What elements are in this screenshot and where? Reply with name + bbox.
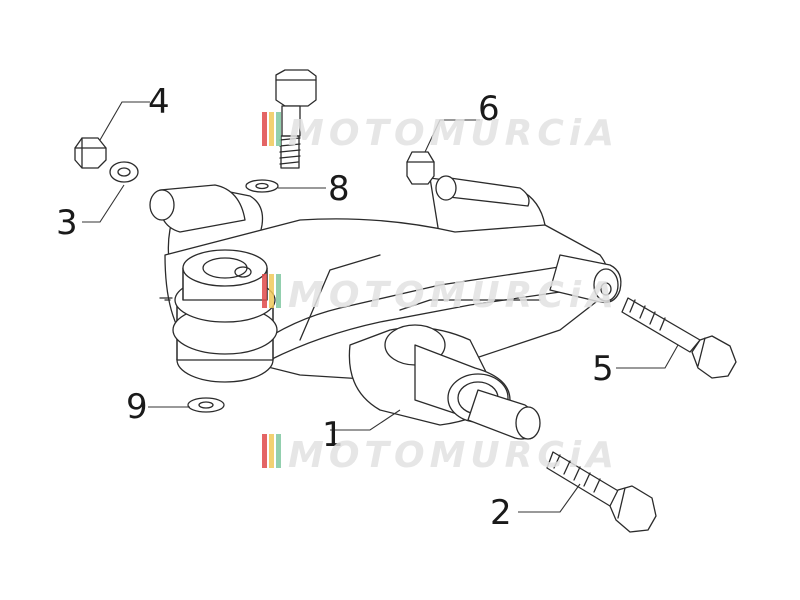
watermark-middle: MOTOMURCiA	[262, 274, 619, 316]
callout-labels: 4 3 6 8 9 1 5 2	[56, 82, 614, 533]
callout-9: 9	[126, 387, 148, 427]
nut-4	[74, 137, 107, 169]
silent-block	[159, 249, 278, 383]
bushing-1	[348, 324, 541, 440]
leader-lines	[82, 101, 679, 513]
svg-text:MOTOMURCiA: MOTOMURCiA	[288, 435, 619, 476]
svg-text:MOTOMURCiA: MOTOMURCiA	[288, 275, 619, 316]
svg-text:MOTOMURCiA: MOTOMURCiA	[288, 113, 619, 154]
callout-1: 1	[322, 415, 344, 455]
callout-3: 3	[56, 203, 78, 243]
washer-9	[187, 397, 225, 413]
callout-2: 2	[490, 493, 512, 533]
bolt-top	[275, 69, 317, 169]
nut-6	[406, 151, 435, 185]
pivot-sleeve-6	[435, 175, 622, 304]
swing-arm	[164, 177, 610, 381]
watermark-bottom: MOTOMURCiA	[262, 434, 619, 476]
callout-8: 8	[328, 169, 350, 209]
callout-5: 5	[592, 349, 614, 389]
bolt-2	[546, 451, 657, 533]
callout-4: 4	[148, 82, 170, 122]
callout-6: 6	[478, 89, 500, 129]
left-sleeve	[149, 184, 246, 233]
washer-8	[245, 179, 279, 193]
watermark-top: MOTOMURCiA	[262, 112, 619, 154]
bolt-5	[621, 297, 737, 379]
washer-3	[109, 161, 139, 183]
